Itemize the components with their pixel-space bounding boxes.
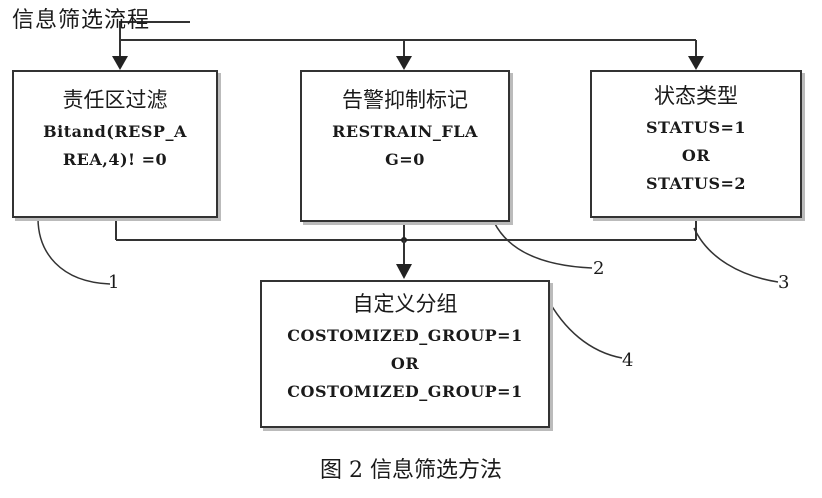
diagram-title: 信息筛选流程 bbox=[12, 8, 151, 33]
filter-box-custom-group: 自定义分组 COSTOMIZED_GROUP=1 OR COSTOMIZED_G… bbox=[260, 280, 550, 428]
box-line: G=0 bbox=[385, 150, 425, 169]
leader-3 bbox=[693, 227, 779, 283]
box-heading: 告警抑制标记 bbox=[342, 88, 468, 112]
box-heading: 自定义分组 bbox=[352, 292, 458, 316]
leader-2 bbox=[493, 221, 593, 269]
box-heading: 责任区过滤 bbox=[62, 88, 168, 112]
box-line: COSTOMIZED_GROUP=1 bbox=[287, 382, 523, 401]
filter-box-status-type: 状态类型 STATUS=1 OR STATUS=2 bbox=[590, 70, 802, 218]
box-heading: 状态类型 bbox=[654, 84, 738, 108]
filter-box-responsibility-area: 责任区过滤 Bitand(RESP_A REA,4)! =0 bbox=[12, 70, 218, 218]
leader-4 bbox=[545, 295, 623, 359]
box-line: STATUS=2 bbox=[645, 174, 747, 193]
arrow-box-3 bbox=[688, 56, 704, 70]
box-line: OR bbox=[390, 354, 420, 373]
arrow-box-1 bbox=[112, 56, 128, 70]
figure-caption: 图 2 信息筛选方法 bbox=[320, 458, 502, 483]
arrow-box-4 bbox=[396, 264, 412, 279]
box-line: RESTRAIN_FLA bbox=[332, 122, 478, 141]
box-line: STATUS=1 bbox=[645, 118, 747, 137]
arrow-box-2 bbox=[396, 56, 412, 70]
box-line: OR bbox=[681, 146, 711, 165]
callout-label-3: 3 bbox=[778, 272, 790, 293]
box-line: COSTOMIZED_GROUP=1 bbox=[287, 326, 523, 345]
title-connector bbox=[119, 21, 190, 40]
callout-label-1: 1 bbox=[108, 272, 120, 293]
box-line: REA,4)! =0 bbox=[62, 150, 168, 169]
filter-box-alarm-suppression: 告警抑制标记 RESTRAIN_FLA G=0 bbox=[300, 70, 510, 222]
callout-label-2: 2 bbox=[593, 258, 605, 279]
box-line: Bitand(RESP_A bbox=[43, 122, 187, 141]
callout-label-4: 4 bbox=[622, 350, 634, 371]
leader-1 bbox=[37, 217, 111, 285]
